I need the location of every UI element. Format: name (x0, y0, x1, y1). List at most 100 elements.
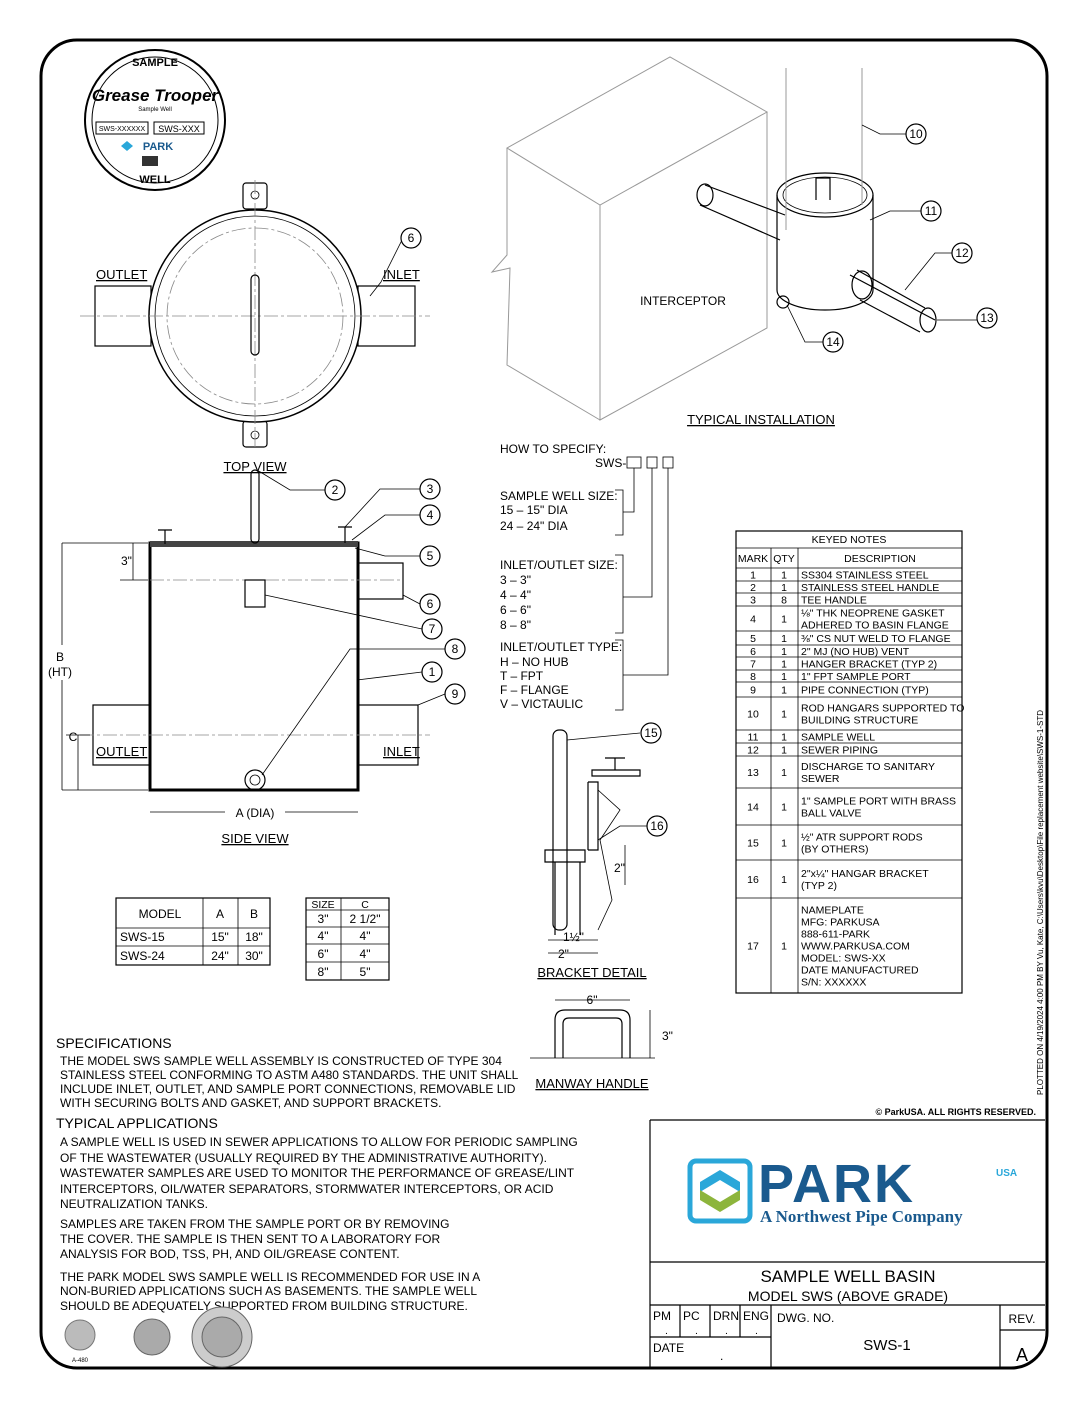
svg-text:6 – 6": 6 – 6" (500, 603, 531, 617)
svg-text:5": 5" (360, 965, 371, 979)
model-table: MODEL A B SWS-15 15" 18" SWS-24 24" 30" (115, 897, 271, 966)
svg-text:SWS-XXX: SWS-XXX (158, 124, 200, 134)
svg-text:Sample Well: Sample Well (138, 107, 172, 113)
svg-text:ENG: ENG (743, 1309, 769, 1323)
note-description: 888-611-PARK (801, 929, 870, 941)
copyright: © ParkUSA. ALL RIGHTS RESERVED. (875, 1107, 1036, 1117)
note-mark: 17 (747, 941, 759, 953)
svg-text:13: 13 (980, 311, 994, 325)
svg-text:SAMPLES ARE TAKEN FROM THE SAM: SAMPLES ARE TAKEN FROM THE SAMPLE PORT O… (60, 1217, 449, 1231)
svg-text:TYPICAL INSTALLATION: TYPICAL INSTALLATION (687, 412, 835, 427)
note-description: WWW.PARKUSA.COM (801, 941, 910, 953)
note-mark: 5 (750, 633, 756, 645)
svg-text:8: 8 (452, 642, 459, 656)
size-table: SIZE C 3" 2 1/2" 4" 4" 6" 4" 8" 5" (305, 897, 390, 981)
note-mark: 14 (747, 802, 759, 814)
nameplate-logo: SAMPLE WELL Grease Trooper Sample Well S… (84, 49, 226, 191)
svg-text:PC: PC (683, 1309, 700, 1323)
svg-text:SPECIFICATIONS: SPECIFICATIONS (56, 1035, 172, 1051)
note-mark: 13 (747, 767, 759, 779)
note-description: (BY OTHERS) (801, 844, 868, 856)
note-description: STAINLESS STEEL HANDLE (801, 582, 939, 594)
svg-text:SIDE VIEW: SIDE VIEW (221, 831, 289, 846)
svg-text:7: 7 (429, 622, 436, 636)
note-qty: 1 (781, 685, 787, 697)
note-qty: 1 (781, 709, 787, 721)
svg-text:11: 11 (925, 204, 938, 218)
svg-text:SHOULD BE ADEQUATELY SUPPORTED: SHOULD BE ADEQUATELY SUPPORTED FROM BUIL… (60, 1299, 468, 1313)
svg-text:STAINLESS STEEL CONFORMING TO: STAINLESS STEEL CONFORMING TO ASTM A480 … (60, 1068, 519, 1082)
note-description: 2"x¼" HANGAR BRACKET (801, 868, 929, 880)
svg-text:NEUTRALIZATION TANKS.: NEUTRALIZATION TANKS. (60, 1197, 208, 1211)
svg-text:.: . (695, 1325, 698, 1337)
svg-text:INTERCEPTORS, OIL/WATER SEPARA: INTERCEPTORS, OIL/WATER SEPARATORS, STOR… (60, 1182, 554, 1196)
svg-text:Grease Trooper: Grease Trooper (92, 86, 220, 105)
note-description: BUILDING STRUCTURE (801, 715, 918, 727)
note-qty: 1 (781, 767, 787, 779)
bracket-detail: 2" 1½" 2" 15 16 BRACKET DETAIL (537, 722, 668, 980)
note-mark: 2 (750, 582, 756, 594)
svg-text:PARK: PARK (143, 141, 173, 153)
svg-text:OUTLET: OUTLET (96, 267, 147, 282)
svg-text:A: A (1016, 1345, 1028, 1365)
note-qty: 1 (781, 614, 787, 626)
svg-text:PARK: PARK (758, 1154, 915, 1214)
svg-text:15: 15 (644, 726, 658, 740)
svg-text:ANALYSIS FOR BOD, TSS, PH, AND: ANALYSIS FOR BOD, TSS, PH, AND OIL/GREAS… (60, 1247, 400, 1261)
svg-text:DRN: DRN (713, 1309, 739, 1323)
svg-text:18": 18" (245, 930, 263, 944)
note-mark: 4 (750, 614, 756, 626)
svg-text:A SAMPLE WELL IS USED IN SEWER: A SAMPLE WELL IS USED IN SEWER APPLICATI… (60, 1135, 578, 1149)
svg-text:INLET: INLET (383, 267, 420, 282)
note-description: DISCHARGE TO SANITARY (801, 761, 935, 773)
note-description: 1" SAMPLE PORT WITH BRASS (801, 796, 956, 808)
svg-text:WASTEWATER SAMPLES ARE USED TO: WASTEWATER SAMPLES ARE USED TO MONITOR T… (60, 1166, 575, 1180)
svg-text:T – FPT: T – FPT (500, 669, 544, 683)
park-logo: PARK USA A Northwest Pipe Company (687, 1154, 1017, 1226)
svg-text:6": 6" (318, 947, 329, 961)
svg-text:24 – 24" DIA: 24 – 24" DIA (500, 519, 568, 533)
svg-text:KEYED NOTES: KEYED NOTES (812, 534, 887, 546)
note-description: ROD HANGARS SUPPORTED TO (801, 703, 964, 715)
svg-text:INCLUDE INLET, OUTLET, AND SAM: INCLUDE INLET, OUTLET, AND SAMPLE PORT C… (60, 1082, 516, 1096)
svg-text:3: 3 (427, 482, 434, 496)
svg-text:MODEL: MODEL (139, 907, 182, 921)
svg-text:C: C (69, 730, 78, 744)
svg-text:SAMPLE WELL SIZE:: SAMPLE WELL SIZE: (500, 489, 618, 503)
certification-logos: A-480 (64, 1306, 253, 1368)
title-block: PARK USA A Northwest Pipe Company SAMPLE… (649, 1119, 1045, 1368)
svg-text:SWS-1: SWS-1 (863, 1337, 911, 1354)
note-description: PIPE CONNECTION (TYP) (801, 685, 929, 697)
note-mark: 10 (747, 709, 759, 721)
svg-text:.: . (725, 1325, 728, 1337)
svg-text:4 – 4": 4 – 4" (500, 588, 531, 602)
note-description: ⅛" THK NEOPRENE GASKET (801, 608, 945, 620)
svg-text:A: A (216, 907, 224, 921)
svg-text:SWS-: SWS- (595, 456, 626, 470)
note-description: BALL VALVE (801, 808, 862, 820)
note-mark: 12 (747, 745, 759, 757)
svg-text:DATE: DATE (653, 1341, 684, 1355)
svg-text:THE COVER. THE SAMPLE IS THEN: THE COVER. THE SAMPLE IS THEN SENT TO A … (60, 1232, 440, 1246)
svg-text:A Northwest Pipe Company: A Northwest Pipe Company (760, 1207, 963, 1226)
svg-text:V – VICTAULIC: V – VICTAULIC (500, 697, 583, 711)
svg-text:B: B (250, 907, 258, 921)
svg-text:30": 30" (245, 949, 263, 963)
svg-text:DWG. NO.: DWG. NO. (777, 1311, 834, 1325)
typical-installation: INTERCEPTOR 10 11 12 13 14 TYPICAL INSTA… (490, 56, 998, 427)
note-qty: 8 (781, 595, 787, 607)
svg-text:SWS-XXXXXX: SWS-XXXXXX (99, 126, 146, 133)
note-qty: 1 (781, 838, 787, 850)
svg-text:4: 4 (427, 508, 434, 522)
svg-text:6: 6 (427, 597, 434, 611)
svg-text:(HT): (HT) (48, 665, 72, 679)
note-mark: 1 (750, 570, 756, 582)
svg-text:REV.: REV. (1009, 1312, 1036, 1326)
note-mark: 16 (747, 874, 759, 886)
svg-text:3": 3" (318, 912, 329, 926)
svg-text:DESCRIPTION: DESCRIPTION (844, 553, 916, 565)
note-mark: 6 (750, 646, 756, 658)
svg-text:C: C (361, 899, 369, 911)
svg-text:3 – 3": 3 – 3" (500, 573, 531, 587)
